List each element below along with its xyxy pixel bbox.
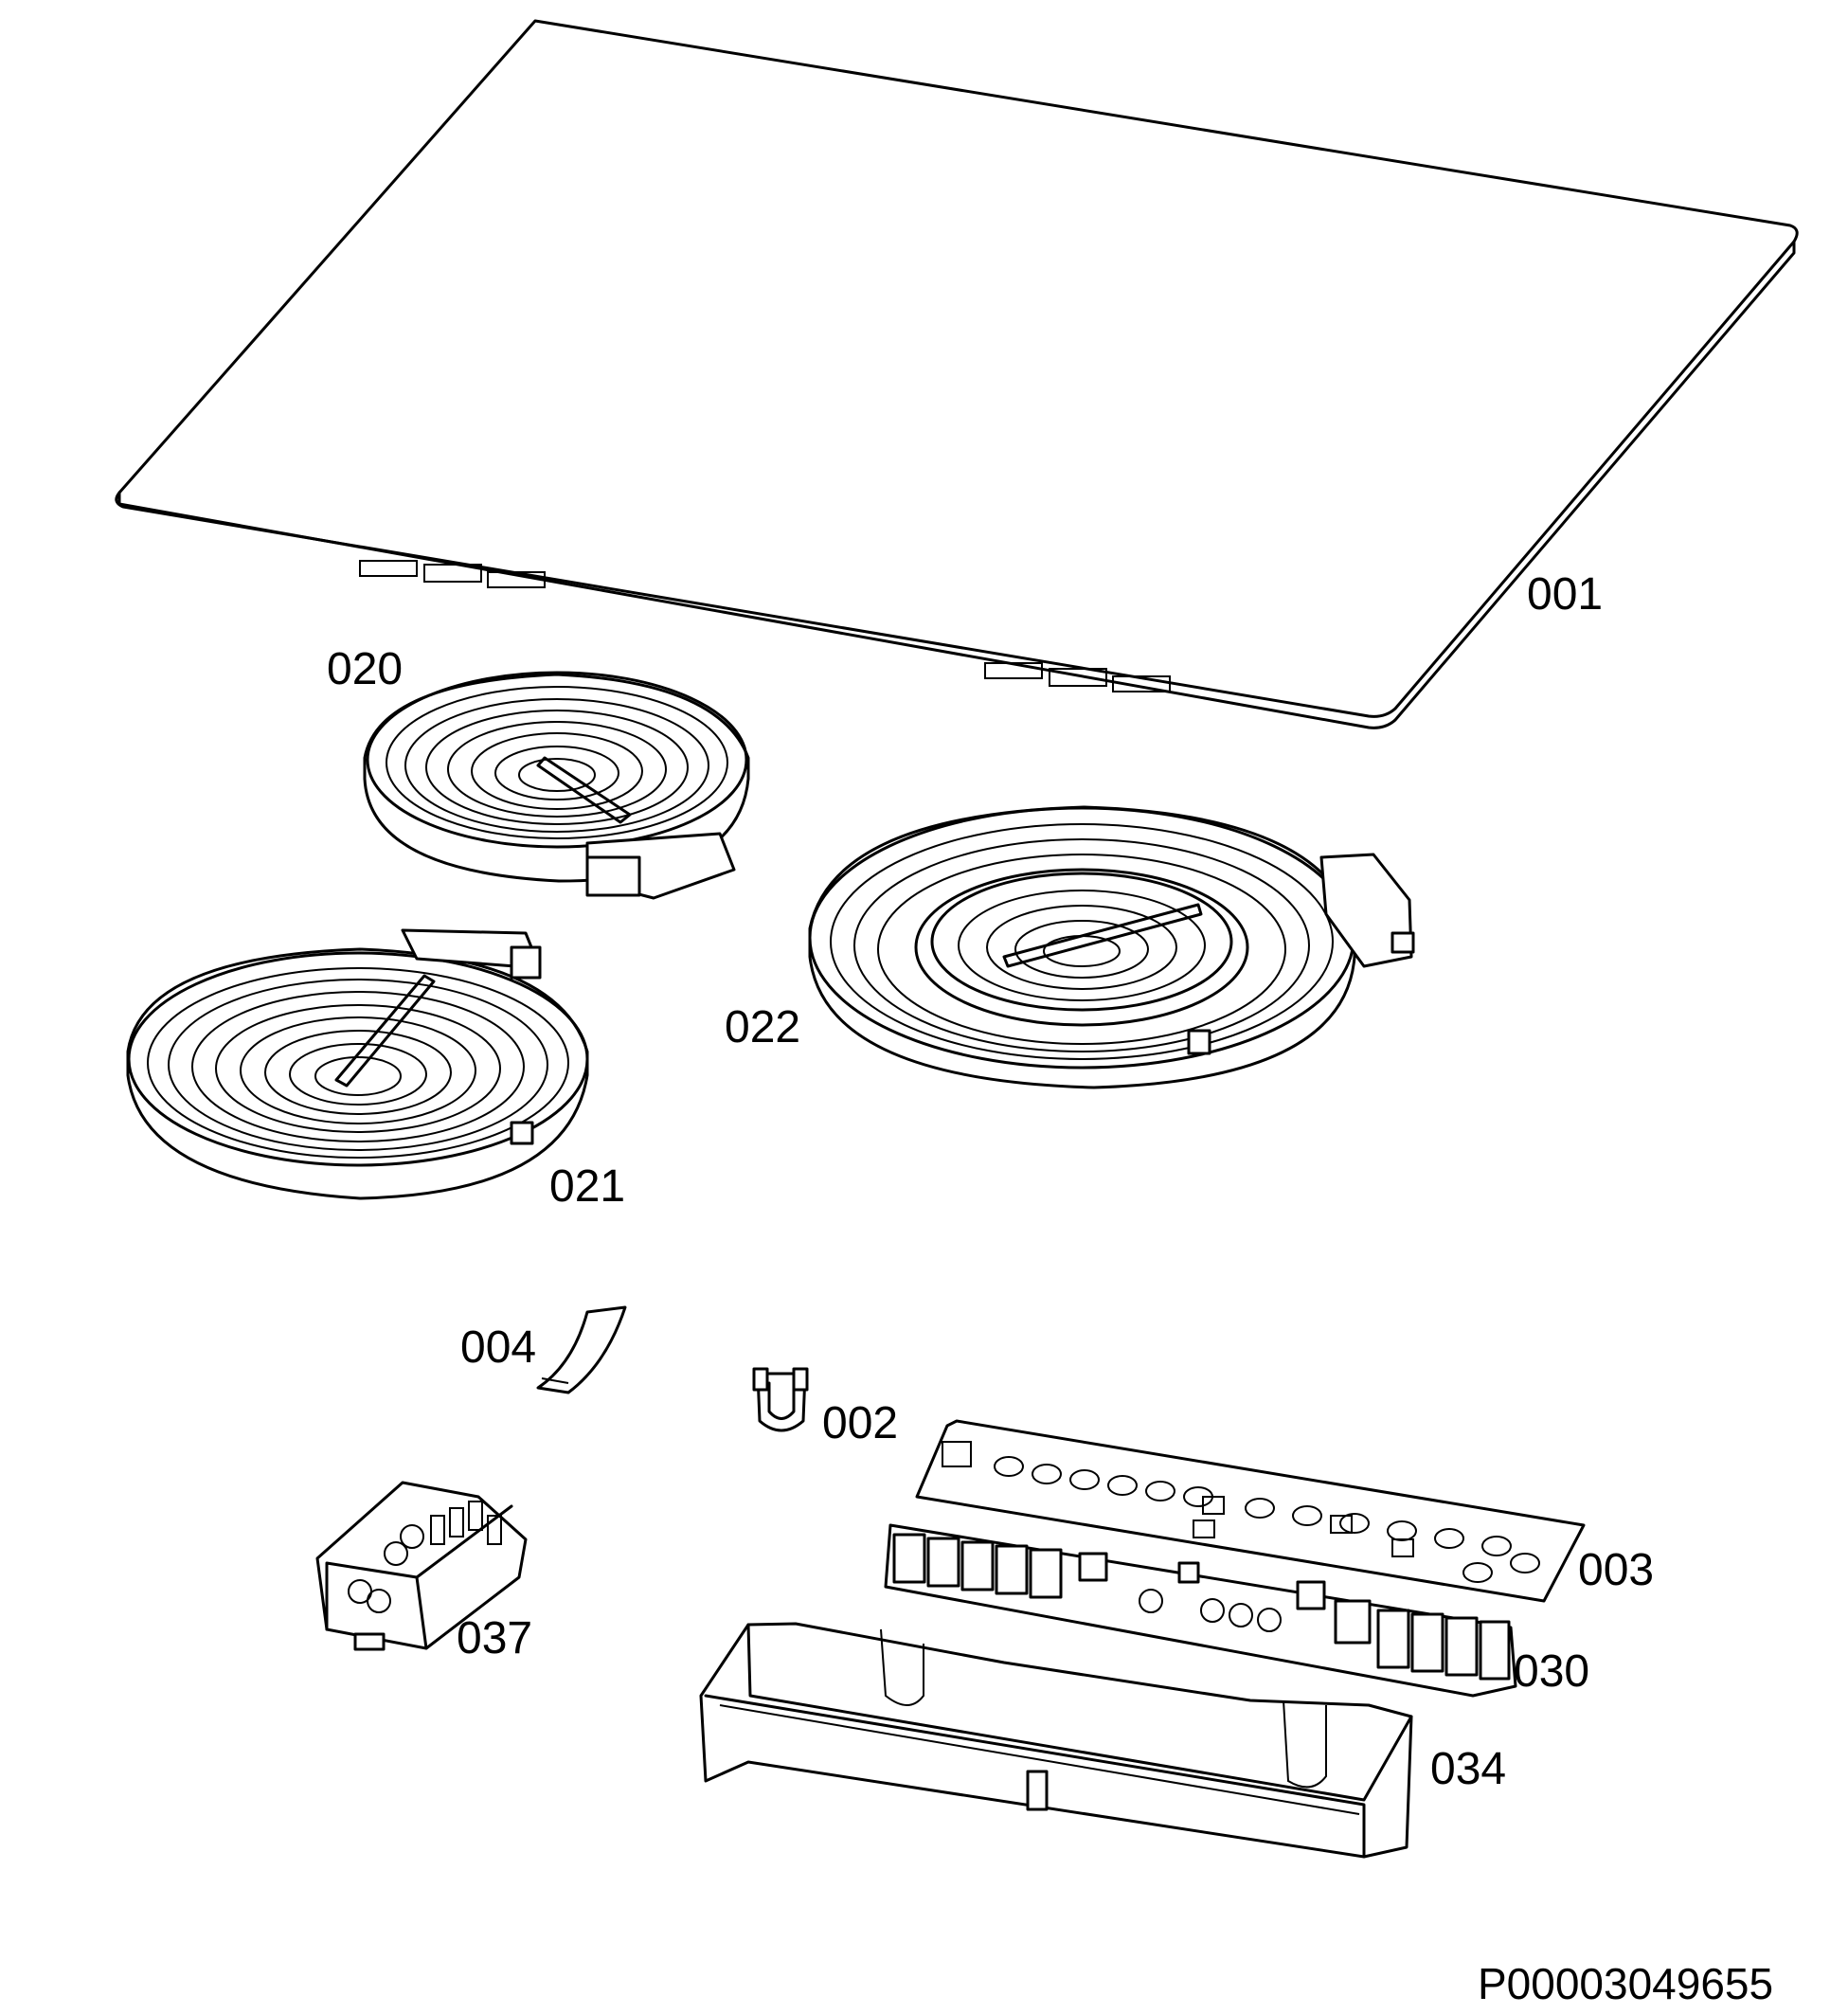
power-board-030: [884, 1523, 1517, 1698]
part-label-021: 021: [549, 1161, 625, 1212]
part-label-003: 003: [1578, 1545, 1654, 1595]
part-label-020: 020: [327, 644, 403, 694]
part-label-037: 037: [457, 1613, 532, 1663]
clip-002: [752, 1367, 809, 1432]
part-label-034: 034: [1430, 1744, 1506, 1794]
radiant-element-020: [363, 671, 750, 900]
control-board-003: [915, 1419, 1586, 1603]
terminal-block-037: [315, 1481, 528, 1651]
radiant-element-021: [126, 928, 589, 1200]
part-label-002: 002: [822, 1398, 898, 1448]
part-label-001: 001: [1527, 569, 1603, 620]
strip-004: [536, 1305, 627, 1394]
glass-top-plate: [115, 19, 1799, 729]
part-label-030: 030: [1514, 1646, 1589, 1697]
housing-tray-034: [699, 1622, 1413, 1859]
part-label-022: 022: [725, 1002, 800, 1052]
radiant-element-022: [808, 805, 1415, 1089]
drawing-code: P00003049655: [1478, 1959, 1773, 2008]
part-label-004: 004: [460, 1322, 536, 1373]
